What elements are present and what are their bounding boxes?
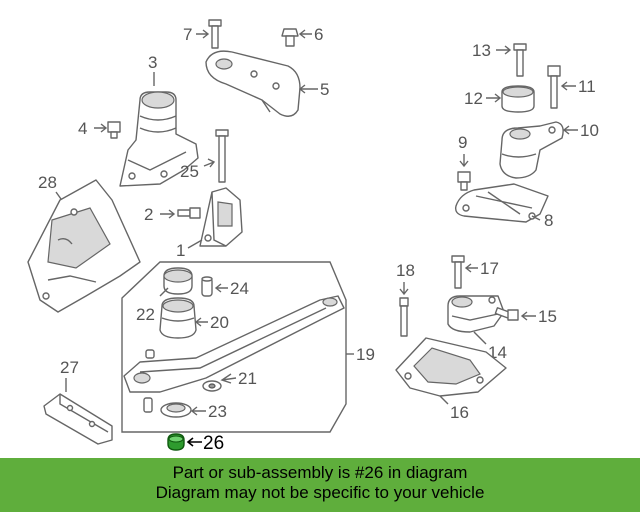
part-13-bolt bbox=[513, 43, 527, 77]
part-15-bolt bbox=[494, 307, 519, 321]
callout-18: 18 bbox=[396, 261, 415, 280]
callout-19: 19 bbox=[356, 345, 375, 364]
callout-6: 6 bbox=[314, 25, 323, 44]
part-7-bolt bbox=[208, 19, 222, 49]
part-3-engine-mount bbox=[119, 91, 199, 187]
part-18-stud bbox=[399, 297, 409, 337]
part-21-washer bbox=[202, 380, 222, 392]
part-8-bracket bbox=[454, 183, 549, 223]
part-19-crossmember-box bbox=[121, 261, 347, 433]
callout-24: 24 bbox=[230, 279, 249, 298]
callout-11: 11 bbox=[578, 77, 596, 96]
callout-22: 22 bbox=[136, 305, 155, 324]
part-28-heat-shield bbox=[27, 179, 141, 313]
callout-3: 3 bbox=[148, 53, 157, 72]
callout-13: 13 bbox=[472, 41, 491, 60]
callout-27: 27 bbox=[60, 358, 79, 377]
part-16-plate bbox=[395, 337, 507, 397]
callout-10: 10 bbox=[580, 121, 599, 140]
callout-17: 17 bbox=[480, 259, 499, 278]
part-5-bracket bbox=[205, 50, 301, 117]
part-26-highlighted[interactable] bbox=[167, 433, 185, 451]
parts-diagram: 7 6 5 3 4 25 28 bbox=[27, 19, 599, 454]
callout-20: 20 bbox=[210, 313, 229, 332]
part-1-bracket bbox=[199, 187, 243, 247]
spacer-small bbox=[145, 349, 155, 359]
part-24-sleeve bbox=[201, 276, 213, 297]
part-4-bolt bbox=[107, 121, 121, 139]
part-14-mount bbox=[447, 295, 505, 333]
info-banner: Part or sub-assembly is #26 in diagram D… bbox=[0, 458, 640, 512]
callout-2: 2 bbox=[144, 205, 153, 224]
part-9-bolt bbox=[457, 171, 471, 191]
callout-23: 23 bbox=[208, 402, 227, 421]
part-17-bolt bbox=[451, 255, 465, 289]
part-10-mount bbox=[499, 121, 564, 179]
part-2-bolt bbox=[177, 207, 201, 219]
part-23-pad bbox=[160, 402, 192, 418]
part-27-bracket bbox=[43, 393, 113, 445]
callout-15: 15 bbox=[538, 307, 557, 326]
banner-line-2: Diagram may not be specific to your vehi… bbox=[155, 483, 485, 502]
part-12-bushing bbox=[501, 85, 535, 113]
callout-16: 16 bbox=[450, 403, 469, 422]
callout-26: 26 bbox=[203, 433, 224, 454]
callout-28: 28 bbox=[38, 173, 57, 192]
callout-4: 4 bbox=[78, 119, 87, 138]
callout-9: 9 bbox=[458, 133, 467, 152]
callout-25: 25 bbox=[180, 162, 199, 181]
part-22-pad bbox=[163, 267, 193, 295]
callout-12: 12 bbox=[464, 89, 483, 108]
part-11-bolt bbox=[547, 65, 561, 109]
part-20-bushing bbox=[159, 297, 197, 339]
callout-5: 5 bbox=[320, 80, 329, 99]
callout-8: 8 bbox=[544, 211, 553, 230]
callout-7: 7 bbox=[183, 25, 192, 44]
part-19-crossmember bbox=[123, 295, 345, 393]
spacer-small-2 bbox=[143, 397, 153, 413]
part-25-bolt bbox=[215, 129, 229, 183]
callout-1: 1 bbox=[176, 241, 185, 260]
banner-line-1: Part or sub-assembly is #26 in diagram bbox=[172, 463, 468, 482]
part-6-bolt bbox=[281, 28, 299, 47]
callout-21: 21 bbox=[238, 369, 257, 388]
